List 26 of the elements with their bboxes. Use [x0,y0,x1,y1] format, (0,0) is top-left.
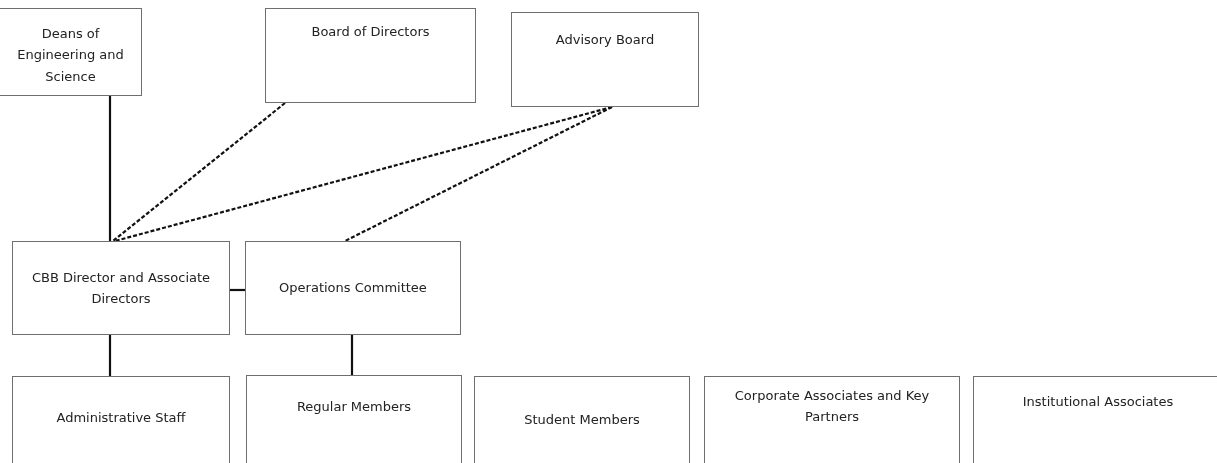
box-label: Student Members [524,411,640,429]
org-box [265,8,476,103]
box-label: Corporate Associates and Key Partners [733,387,931,427]
box-label: Board of Directors [311,23,430,41]
org-box [511,12,699,107]
box-label: Operations Committee [279,279,427,298]
box-label: Deans of Engineering and Science [16,25,125,86]
box-label: Regular Members [296,398,412,416]
box-label: Administrative Staff [56,409,186,427]
box-label: CBB Director and Associate Directors [30,268,212,308]
connector-line [108,96,112,241]
connector-line [108,335,112,376]
box-label: Institutional Associates [1022,393,1174,411]
org-box [973,376,1217,463]
org-box [12,241,230,335]
connector-line [344,106,613,242]
org-box [246,375,462,463]
org-box [245,241,461,335]
org-box [12,376,230,463]
connector-line [112,102,286,242]
connector-line [230,288,245,292]
org-box [474,376,690,463]
org-box [0,8,142,96]
connector-line [350,335,354,375]
org-box [704,376,960,463]
box-label: Advisory Board [555,31,655,49]
